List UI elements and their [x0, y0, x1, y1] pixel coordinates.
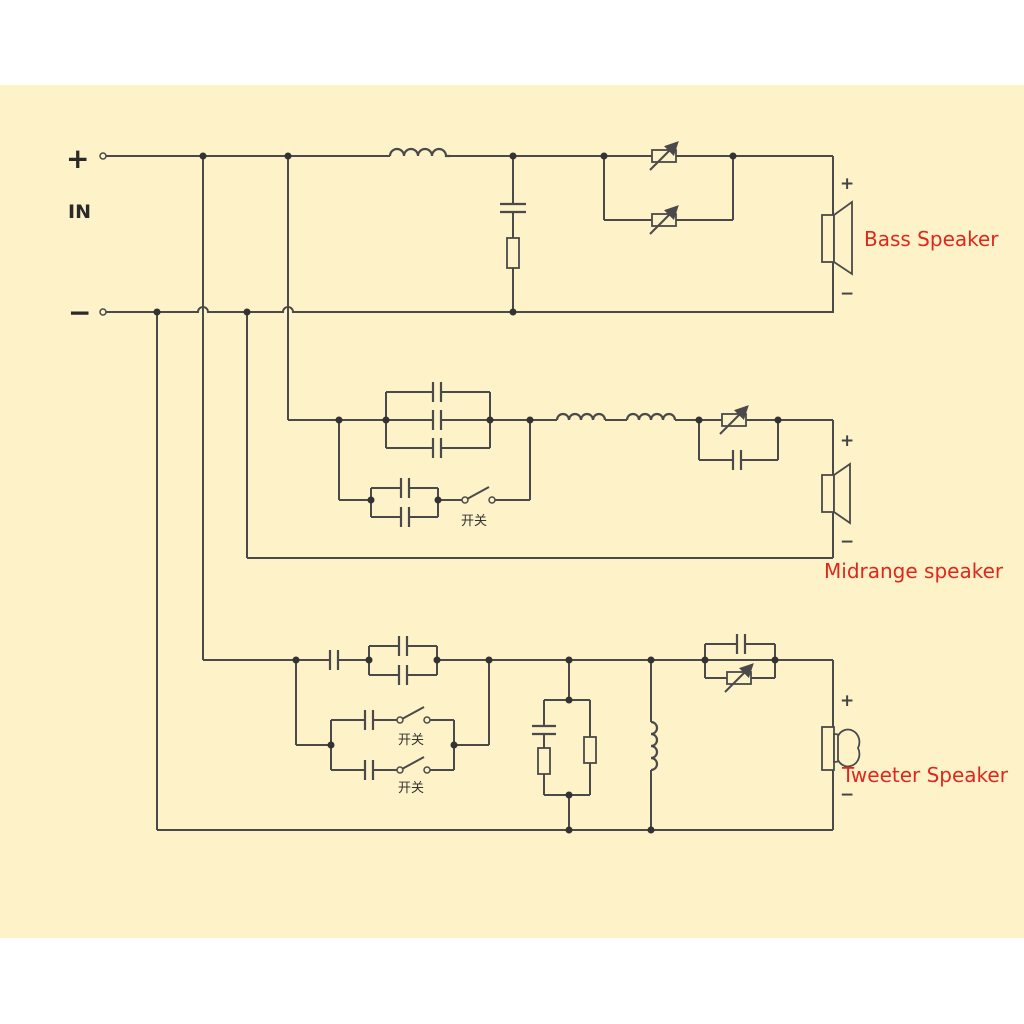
capacitor-bank: [339, 382, 530, 458]
variable-resistor-icon: [724, 663, 754, 693]
tweeter-minus-sign: −: [840, 785, 854, 805]
negative-rail: [106, 262, 834, 313]
switch-icon: [396, 706, 431, 724]
midrange-speaker-label: Midrange speaker: [824, 559, 1004, 583]
resistor-icon: [537, 747, 551, 775]
tweeter-speaker-label: Tweeter Speaker: [841, 763, 1009, 787]
mid-plus-sign: +: [840, 431, 854, 451]
variable-resistor-icon: [649, 141, 679, 171]
tweeter-switch-label-1: 开关: [398, 733, 424, 748]
speaker-cone-icon: [821, 462, 851, 525]
inductor-icon: [625, 412, 677, 421]
inductor-icon: [388, 147, 450, 158]
mid-minus-sign: −: [840, 532, 854, 552]
tweeter-switch-label-2: 开关: [398, 781, 424, 796]
input-minus-sign: −: [68, 296, 91, 329]
input-label: IN: [68, 201, 91, 223]
input-plus-terminal: [99, 152, 107, 160]
speaker-cone-icon: [821, 200, 853, 276]
input-plus-sign: +: [66, 142, 89, 175]
tweeter-dome-icon: [821, 726, 861, 771]
bass-speaker-label: Bass Speaker: [864, 227, 999, 251]
variable-resistor-icon: [649, 205, 679, 235]
input-minus-terminal: [99, 308, 107, 316]
bass-minus-sign: −: [840, 284, 854, 304]
bass-plus-sign: +: [840, 174, 854, 194]
switch-icon: [461, 486, 496, 504]
resistor-icon: [583, 736, 597, 764]
tweeter-plus-sign: +: [840, 691, 854, 711]
inductor-icon: [555, 412, 607, 421]
inductor-icon: [650, 720, 659, 772]
resistor-icon: [506, 237, 520, 269]
mid-switch-label: 开关: [461, 514, 487, 529]
